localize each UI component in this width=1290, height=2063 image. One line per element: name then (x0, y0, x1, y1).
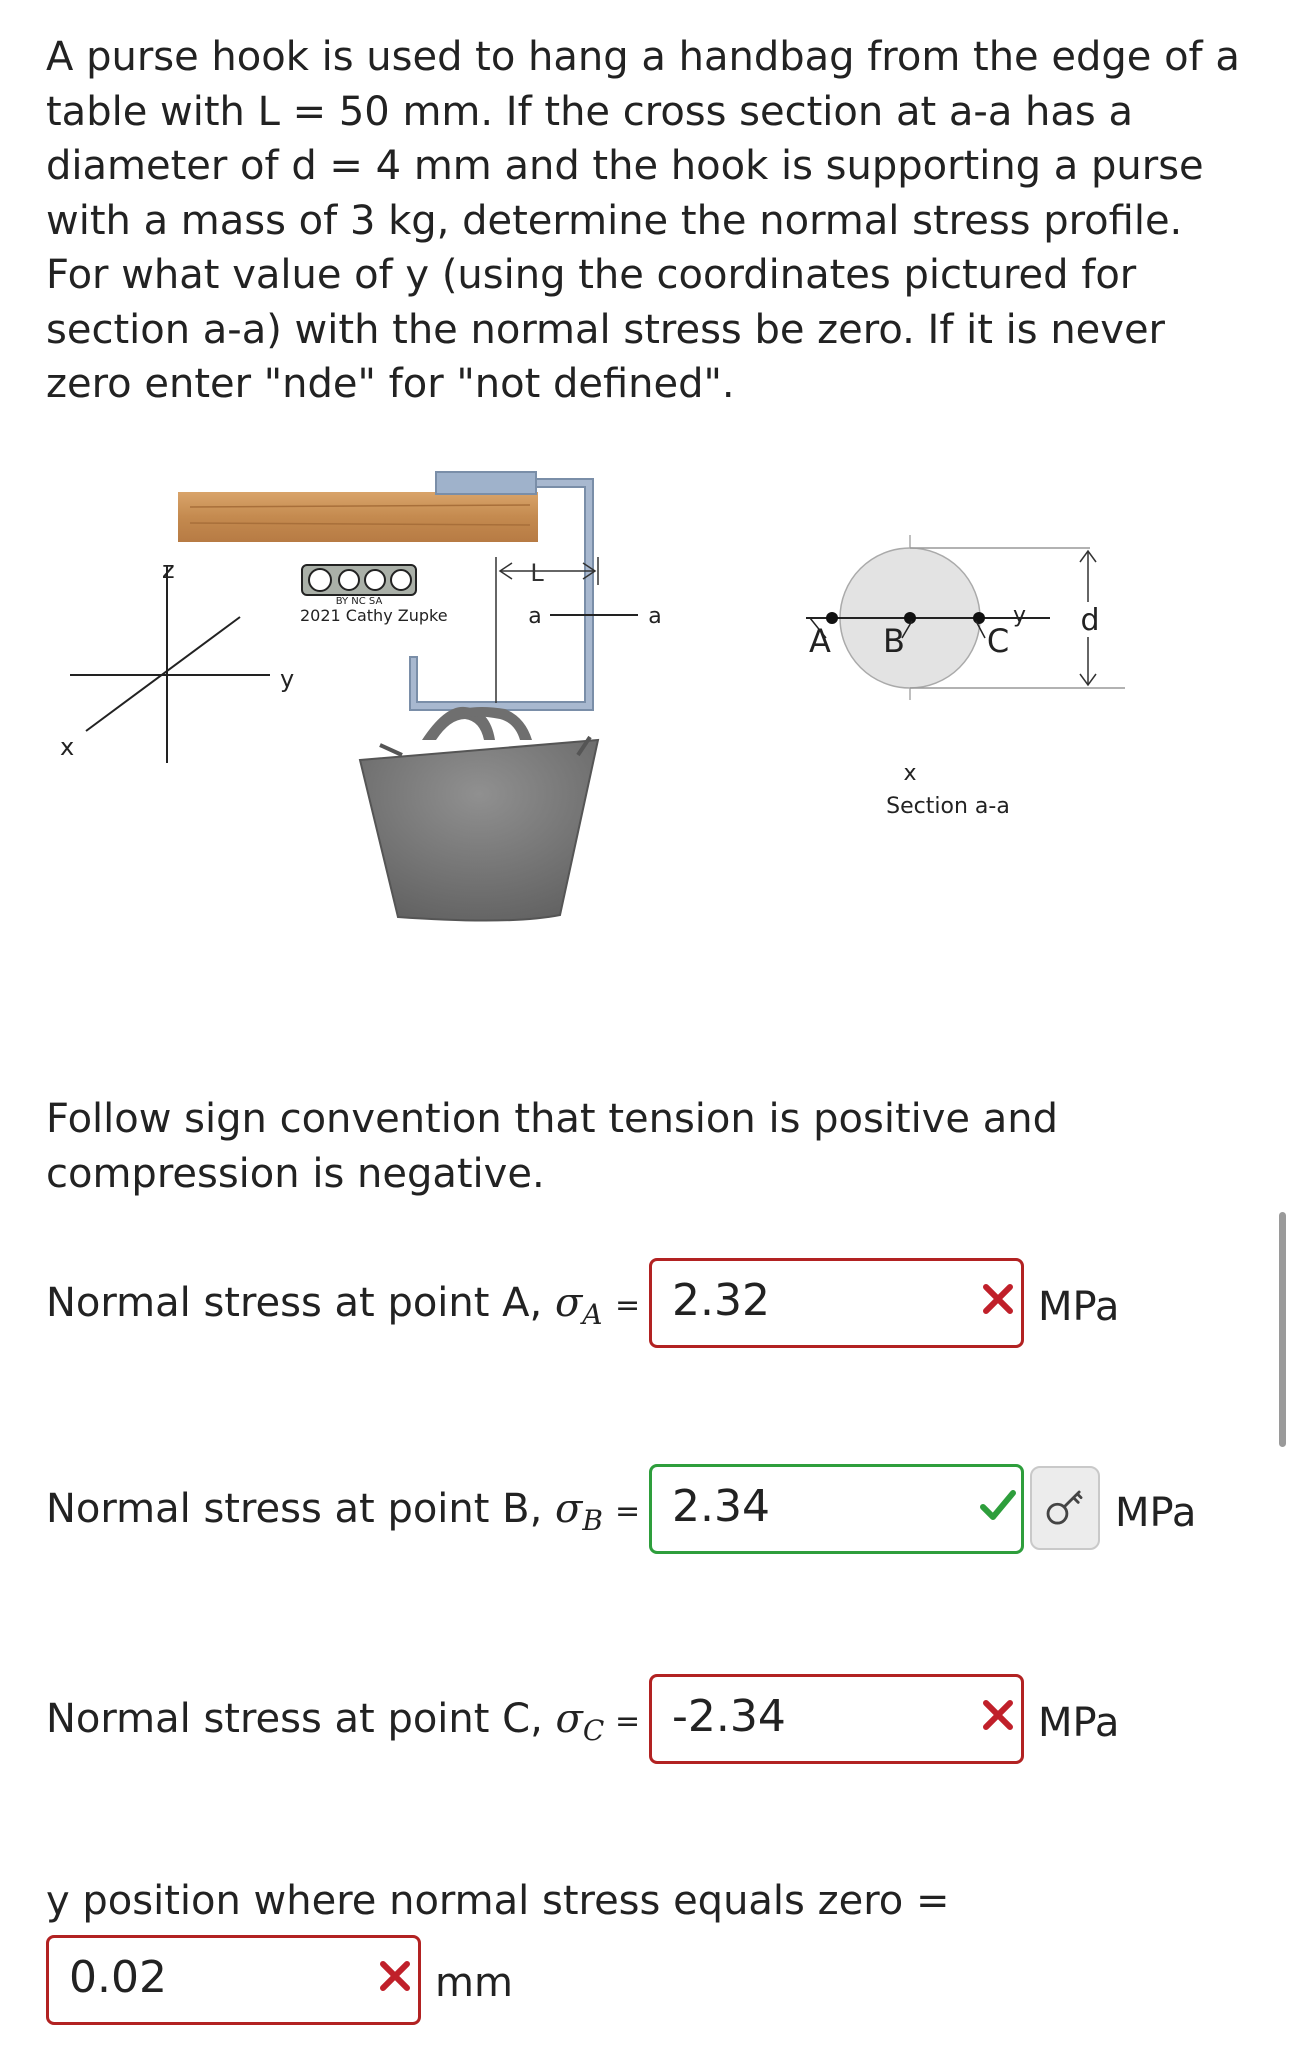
answer-field-zero[interactable]: 0.02 (46, 1935, 421, 2025)
answer-field-a[interactable]: 2.32 (649, 1258, 1024, 1348)
z-axis-label: z (162, 556, 175, 584)
sigma-b-sigma: σ (555, 1486, 583, 1532)
question-c-label: Normal stress at point C, σC (46, 1696, 604, 1747)
x-mark-icon (380, 1961, 410, 1991)
answer-field-c[interactable]: -2.34 (649, 1674, 1024, 1764)
unit-b: MPa (1115, 1490, 1197, 1536)
equals-a: = (615, 1288, 641, 1323)
section-caption: Section a-a (886, 794, 1010, 819)
sigma-a-sigma: σ (554, 1280, 583, 1326)
answer-field-b[interactable]: 2.34 (649, 1464, 1024, 1554)
question-b-text: Normal stress at point B, (46, 1486, 543, 1532)
sigma-a-symbol: σA (554, 1280, 603, 1331)
zero-question-label: y position where normal stress equals ze… (46, 1878, 949, 1924)
d-label: d (1080, 603, 1099, 638)
license-badge-text: BY NC SA (336, 596, 383, 607)
answer-a-value: 2.32 (672, 1275, 770, 1326)
sigma-b-subscript: B (582, 1504, 603, 1537)
section-cut-line: a a (528, 604, 661, 629)
unit-zero: mm (435, 1960, 513, 2006)
sigma-c-subscript: C (582, 1714, 605, 1747)
equals-c: = (615, 1704, 641, 1739)
sigma-c-sigma: σ (555, 1696, 583, 1742)
diameter-dimension: d (1079, 549, 1100, 687)
check-mark-icon (980, 1490, 1016, 1520)
page-scrollbar[interactable] (1279, 1212, 1286, 1447)
question-b-label: Normal stress at point B, σB (46, 1486, 603, 1537)
question-a-text: Normal stress at point A, (46, 1280, 543, 1326)
zero-question-equals: = (915, 1878, 950, 1924)
sigma-a-subscript: A (582, 1298, 603, 1331)
x-axis-label: x (60, 733, 74, 761)
question-a-label: Normal stress at point A, σA (46, 1280, 603, 1331)
section-mark-right: a (648, 604, 661, 629)
l-label: L (530, 559, 544, 587)
point-b-label: B (883, 622, 905, 660)
section-x-label: x (903, 761, 916, 786)
table-top (178, 492, 538, 542)
x-mark-icon (983, 1284, 1013, 1314)
answer-c-value: -2.34 (672, 1691, 786, 1742)
coordinate-axes: z y x (60, 556, 294, 763)
license-credit: 2021 Cathy Zupke (300, 606, 448, 625)
sigma-c-symbol: σC (555, 1696, 605, 1747)
cross-section: A B C y x d Section a-a (806, 535, 1125, 819)
show-answer-key-button[interactable] (1030, 1466, 1100, 1550)
unit-a: MPa (1038, 1284, 1120, 1330)
sign-convention-note: Follow sign convention that tension is p… (46, 1096, 1058, 1197)
problem-statement: A purse hook is used to hang a handbag f… (46, 34, 1240, 407)
zero-question-text: y position where normal stress equals ze… (46, 1878, 904, 1924)
answer-zero-value: 0.02 (69, 1952, 167, 2003)
x-mark-icon (983, 1700, 1013, 1730)
handbag (358, 706, 600, 922)
sigma-b-symbol: σB (555, 1486, 603, 1537)
equals-b: = (615, 1494, 641, 1529)
purse-hook-diagram: z y x BY NC SA 2021 Cathy Zupke (60, 471, 1125, 922)
key-icon (1046, 1490, 1083, 1525)
point-a-label: A (809, 622, 831, 660)
problem-figure: z y x BY NC SA 2021 Cathy Zupke (50, 455, 1190, 955)
purse-hook (409, 471, 594, 711)
cc-license-badge: BY NC SA 2021 Cathy Zupke (300, 564, 448, 625)
answer-b-value: 2.34 (672, 1481, 770, 1532)
unit-c: MPa (1038, 1700, 1120, 1746)
dimension-l: L (495, 557, 599, 703)
y-axis-label: y (280, 665, 294, 693)
question-c-text: Normal stress at point C, (46, 1696, 543, 1742)
point-c-label: C (987, 622, 1009, 660)
section-mark-left: a (528, 604, 541, 629)
section-y-label: y (1013, 603, 1026, 628)
